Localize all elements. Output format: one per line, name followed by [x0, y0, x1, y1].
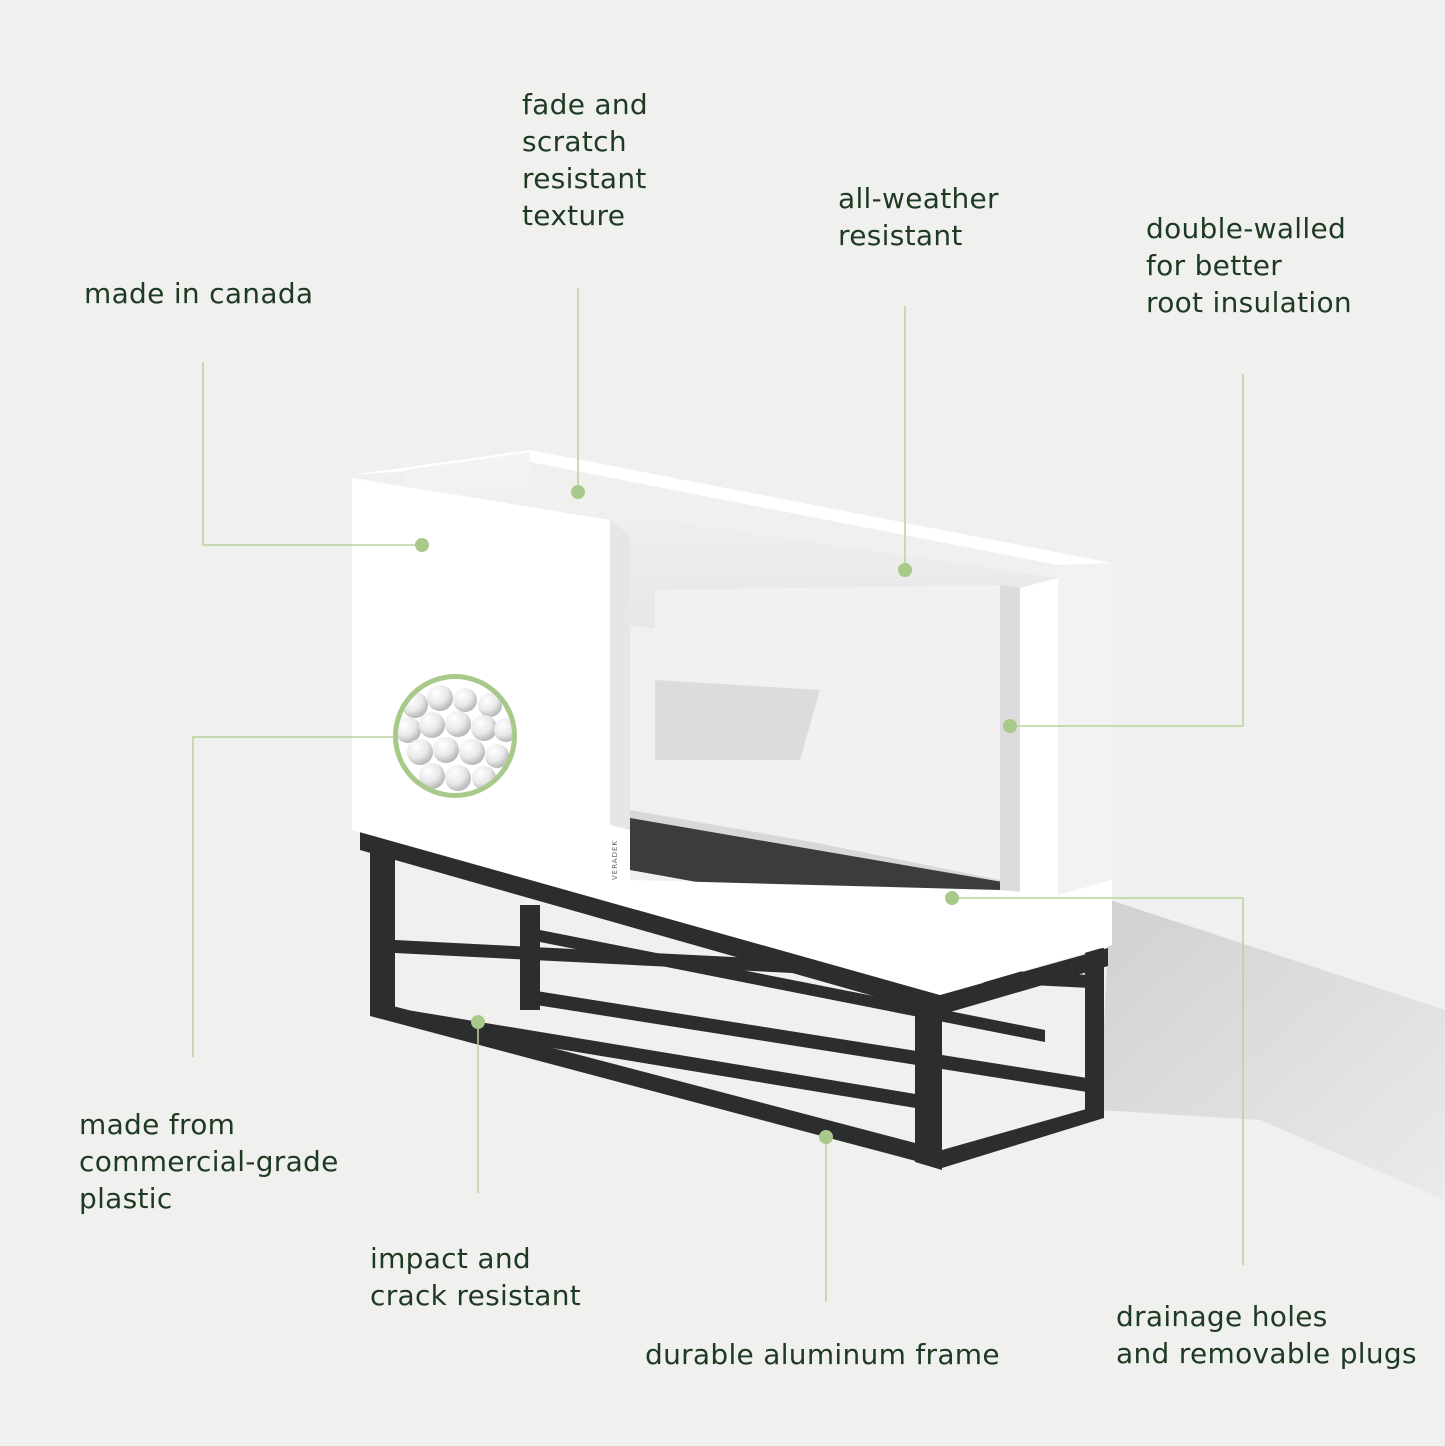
- dot-made-in-canada: [415, 538, 429, 552]
- callout-line: texture: [522, 199, 626, 232]
- dot-aluminum-frame: [819, 1130, 833, 1144]
- callout-line: root insulation: [1146, 286, 1352, 319]
- callout-line: for better: [1146, 249, 1283, 282]
- callout-line: resistant: [838, 219, 963, 252]
- dot-fade-scratch: [571, 485, 585, 499]
- dot-impact-crack: [471, 1015, 485, 1029]
- callout-line: scratch: [522, 125, 627, 158]
- leader-double-walled: [1010, 374, 1244, 727]
- callout-line: and removable plugs: [1116, 1337, 1417, 1370]
- callout-line: all-weather: [838, 182, 999, 215]
- callout-fade-scratch: fade and scratch resistant texture: [522, 86, 648, 234]
- leader-made-in-canada: [202, 362, 422, 546]
- callout-aluminum-frame: durable aluminum frame: [645, 1336, 1000, 1373]
- callout-line: made in canada: [84, 277, 314, 310]
- callout-line: drainage holes: [1116, 1300, 1328, 1333]
- callout-line: commercial-grade: [79, 1145, 339, 1178]
- svg-text:VERADEK: VERADEK: [611, 840, 619, 880]
- callout-line: crack resistant: [370, 1279, 582, 1312]
- callout-impact-crack: impact and crack resistant: [370, 1240, 581, 1314]
- dot-all-weather: [898, 563, 912, 577]
- callout-lines: [192, 288, 1244, 1302]
- leader-commercial-plastic: [192, 736, 393, 1057]
- dot-drainage: [945, 891, 959, 905]
- leader-drainage: [952, 897, 1244, 1265]
- callout-line: resistant: [522, 162, 647, 195]
- aluminum-frame: [360, 830, 1108, 1170]
- callout-commercial-plastic: made from commercial-grade plastic: [79, 1106, 339, 1217]
- callout-line: plastic: [79, 1182, 173, 1215]
- dot-double-walled: [1003, 719, 1017, 733]
- callout-double-walled: double-walled for better root insulation: [1146, 210, 1352, 321]
- planter-body: VERADEK: [352, 450, 1112, 995]
- callout-drainage: drainage holes and removable plugs: [1116, 1298, 1417, 1372]
- callout-line: fade and: [522, 88, 648, 121]
- callout-line: double-walled: [1146, 212, 1347, 245]
- cast-shadow: [1100, 900, 1445, 1200]
- insulation-pellets-inset: [393, 674, 517, 798]
- callout-line: made from: [79, 1108, 236, 1141]
- callout-made-in-canada: made in canada: [84, 275, 313, 312]
- callout-all-weather: all-weather resistant: [838, 180, 999, 254]
- callout-line: durable aluminum frame: [645, 1338, 1000, 1371]
- callout-line: impact and: [370, 1242, 531, 1275]
- callout-dots: [415, 485, 1017, 1144]
